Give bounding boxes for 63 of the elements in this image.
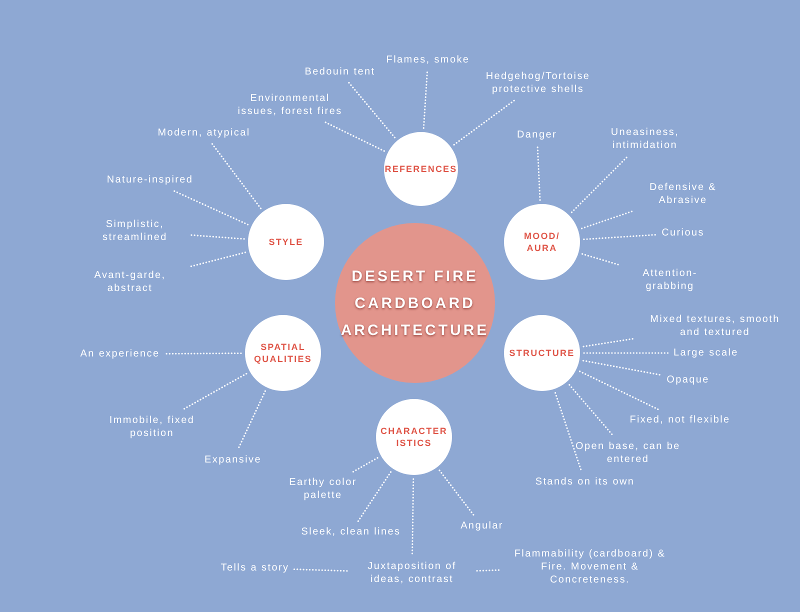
topic-label: Environmental issues, forest fires [235, 92, 345, 118]
topic-label: Defensive & Abrasive [633, 181, 733, 207]
topic-label: Danger [517, 128, 557, 142]
dotted-line [580, 210, 634, 230]
dotted-line [581, 253, 621, 266]
dotted-line [172, 190, 249, 226]
dotted-line [582, 360, 662, 376]
topic-label: Opaque [666, 374, 710, 386]
dotted-line [568, 384, 614, 437]
dotted-line [582, 338, 636, 348]
topic-label: Juxtaposition of ideas, contrast [352, 560, 472, 586]
dotted-line [348, 82, 396, 138]
category-title: SPATIAL QUALITIES [253, 341, 313, 365]
topic-label: Hedgehog/Tortoise protective shells [463, 70, 613, 96]
topic-label: Avant-garde, abstract [75, 269, 185, 295]
dotted-line [324, 121, 385, 152]
dotted-line [583, 352, 670, 354]
topic-label: Stands on its own [535, 476, 635, 488]
topic-label: Mixed textures, smooth and textured [640, 313, 790, 339]
dotted-line [189, 234, 245, 240]
dotted-line [578, 370, 660, 410]
topic-label: Flammability (cardboard) & Fire. Movement & Concreteness. [505, 548, 675, 586]
topic-label: Uneasiness, intimidation [590, 126, 700, 152]
topic-label: Expansive [204, 454, 262, 466]
topic-label: Angular [460, 520, 504, 532]
topic-label: Sleek, clean lines [301, 526, 401, 538]
dotted-line [211, 142, 262, 210]
dotted-line [422, 70, 428, 129]
dotted-line [189, 252, 246, 268]
topic-label: Fixed, not flexible [630, 414, 730, 426]
dotted-line [476, 569, 501, 572]
dotted-line [164, 352, 242, 355]
topic-label: Tells a story [220, 562, 290, 574]
topic-label: Immobile, fixed position [92, 414, 212, 440]
dotted-line [453, 99, 516, 146]
topic-label: An experience [80, 348, 160, 360]
dotted-line [411, 478, 414, 557]
central-title: DESERT FIRE CARDBOARD ARCHITECTURE [340, 266, 490, 340]
category-title: STYLE [268, 236, 304, 248]
topic-label: Simplistic, streamlined [85, 218, 185, 244]
dotted-line [583, 234, 658, 240]
dotted-line [536, 144, 541, 201]
dotted-line [181, 372, 248, 411]
dotted-line [554, 392, 582, 472]
topic-label: Modern, atypical [158, 126, 250, 140]
category-title: REFERENCES [384, 163, 458, 175]
topic-label: Large scale [674, 346, 738, 360]
dotted-line [293, 568, 348, 572]
topic-label: Curious [662, 226, 704, 240]
topic-label: Nature-inspired [106, 174, 194, 186]
dotted-line [357, 471, 392, 522]
category-title: MOOD/ AURA [523, 230, 561, 254]
dotted-line [438, 470, 475, 516]
dotted-line [570, 155, 629, 214]
category-title: STRUCTURE [508, 347, 576, 359]
topic-label: Flames, smoke [386, 54, 470, 66]
topic-label: Attention-grabbing [625, 267, 715, 293]
topic-label: Earthy color palette [268, 476, 378, 502]
topic-label: Bedouin tent [304, 66, 376, 78]
topic-label: Open base, can be entered [563, 440, 693, 466]
dotted-line [352, 457, 378, 473]
category-title: CHARACTER ISTICS [380, 425, 448, 449]
dotted-line [237, 390, 266, 450]
